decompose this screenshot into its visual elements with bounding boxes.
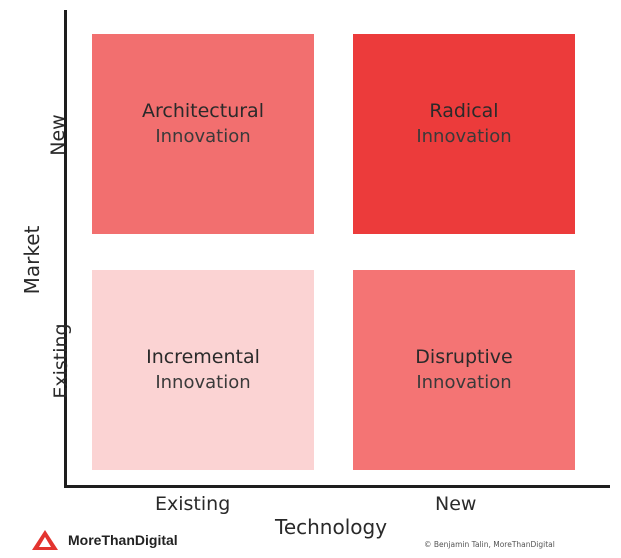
quadrant-architectural-subtitle: Innovation — [155, 126, 251, 147]
quadrant-architectural: Architectural Innovation — [92, 34, 314, 234]
x-axis-existing-label: Existing — [155, 493, 231, 515]
quadrant-disruptive-title: Disruptive — [415, 346, 513, 368]
quadrant-radical: Radical Innovation — [353, 34, 575, 234]
quadrant-disruptive: Disruptive Innovation — [353, 270, 575, 470]
x-axis-line — [64, 485, 610, 488]
brand: MoreThanDigital — [30, 526, 178, 554]
quadrant-incremental-title: Incremental — [146, 346, 260, 368]
y-axis-title: Market — [20, 225, 44, 295]
x-axis-title: Technology — [275, 515, 388, 539]
quadrant-radical-title: Radical — [429, 100, 499, 122]
quadrant-incremental-subtitle: Innovation — [155, 372, 251, 393]
quadrant-incremental: Incremental Innovation — [92, 270, 314, 470]
y-axis-new-label: New — [47, 114, 69, 156]
copyright-credit: © Benjamin Talin, MoreThanDigital — [424, 540, 555, 549]
quadrant-architectural-title: Architectural — [142, 100, 264, 122]
quadrant-disruptive-subtitle: Innovation — [416, 372, 512, 393]
x-axis-new-label: New — [435, 493, 477, 515]
y-axis-existing-label: Existing — [50, 323, 72, 399]
y-axis-line — [64, 10, 67, 488]
brand-name: MoreThanDigital — [68, 532, 178, 548]
morethandigital-logo-icon — [32, 530, 58, 550]
quadrant-radical-subtitle: Innovation — [416, 126, 512, 147]
